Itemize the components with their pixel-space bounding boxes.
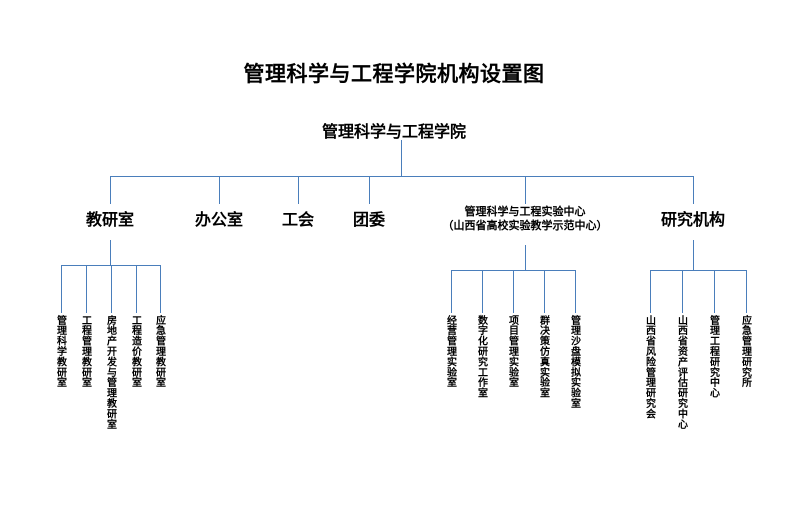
- experiment-center-leaf-connector-4: [544, 270, 545, 313]
- research-institutions-leaf-connector-4: [746, 270, 747, 313]
- leaf-label[interactable]: 经营管理实验室: [444, 315, 456, 388]
- leaf-label[interactable]: 工程管理教研室: [79, 315, 91, 388]
- branch-label-labor-union[interactable]: 工会: [258, 210, 338, 230]
- research-institutions-leaf-connector-1: [650, 270, 651, 313]
- branch-drop-connector-6: [693, 176, 694, 204]
- experiment-center-leaf-connector-5: [575, 270, 576, 313]
- experiment-center-leaf-connector-2: [482, 270, 483, 313]
- leaf-label[interactable]: 项目管理实验室: [506, 315, 518, 388]
- leaf-label[interactable]: 管理沙盘模拟实验室: [568, 315, 580, 409]
- teaching-office-leaf-connector-3: [111, 265, 112, 313]
- teaching-office-leaf-connector-1: [61, 265, 62, 313]
- branch-label-text: 研究机构: [660, 210, 725, 229]
- leaf-label[interactable]: 工程造价教研室: [129, 315, 141, 388]
- leaf-label[interactable]: 应急管理研究所: [739, 315, 751, 388]
- experiment-center-leaf-connector-1: [451, 270, 452, 313]
- research-institutions-bus-connector: [650, 270, 746, 271]
- teaching-office-leaf-connector-4: [136, 265, 137, 313]
- leaf-label[interactable]: 群决策仿真实验室: [537, 315, 549, 399]
- root-stem-connector: [401, 140, 402, 176]
- leaf-label[interactable]: 管理工程研究中心: [707, 315, 719, 399]
- leaf-label[interactable]: 山西省资产评估研究中心: [675, 315, 687, 430]
- branch-label-experiment-center[interactable]: 管理科学与工程实验中心 （山西省高校实验教学示范中心）: [414, 205, 636, 233]
- research-institutions-stem-connector: [693, 240, 694, 270]
- branch-drop-connector-5: [525, 176, 526, 204]
- branch-label-text-line1: 管理科学与工程实验中心: [464, 205, 586, 218]
- leaf-label[interactable]: 数字化研究工作室: [475, 315, 487, 399]
- teaching-office-leaf-connector-5: [160, 265, 161, 313]
- leaf-label[interactable]: 房地产开发与管理教研室: [104, 315, 116, 430]
- teaching-office-leaf-connector-2: [86, 265, 87, 313]
- research-institutions-leaf-connector-2: [682, 270, 683, 313]
- branch-label-text: 办公室: [194, 210, 243, 229]
- page-title: 管理科学与工程学院机构设置图: [243, 62, 545, 86]
- branch-label-research-institutions[interactable]: 研究机构: [643, 210, 743, 230]
- branch-label-text: 团委: [352, 210, 385, 229]
- leaf-label[interactable]: 山西省风险管理研究会: [643, 315, 655, 419]
- experiment-center-leaf-connector-3: [513, 270, 514, 313]
- branch-drop-connector-1: [110, 176, 111, 204]
- main-bus-connector: [110, 176, 694, 177]
- branch-label-text-line2: （山西省高校实验教学示范中心）: [442, 218, 608, 232]
- branch-drop-connector-3: [298, 176, 299, 204]
- branch-drop-connector-4: [369, 176, 370, 204]
- branch-drop-connector-2: [219, 176, 220, 204]
- branch-label-admin-office[interactable]: 办公室: [169, 210, 269, 230]
- teaching-office-bus-connector: [61, 265, 160, 266]
- root-node-label: 管理科学与工程学院: [321, 122, 466, 141]
- branch-label-text: 教研室: [85, 210, 134, 229]
- branch-label-youth-league[interactable]: 团委: [329, 210, 409, 230]
- research-institutions-leaf-connector-3: [714, 270, 715, 313]
- leaf-label[interactable]: 管理科学教研室: [54, 315, 66, 388]
- branch-label-text: 工会: [281, 210, 314, 229]
- leaf-label[interactable]: 应急管理教研室: [153, 315, 165, 388]
- branch-label-teaching-office[interactable]: 教研室: [60, 210, 160, 230]
- teaching-office-stem-connector: [110, 240, 111, 265]
- experiment-center-stem-connector: [525, 245, 526, 270]
